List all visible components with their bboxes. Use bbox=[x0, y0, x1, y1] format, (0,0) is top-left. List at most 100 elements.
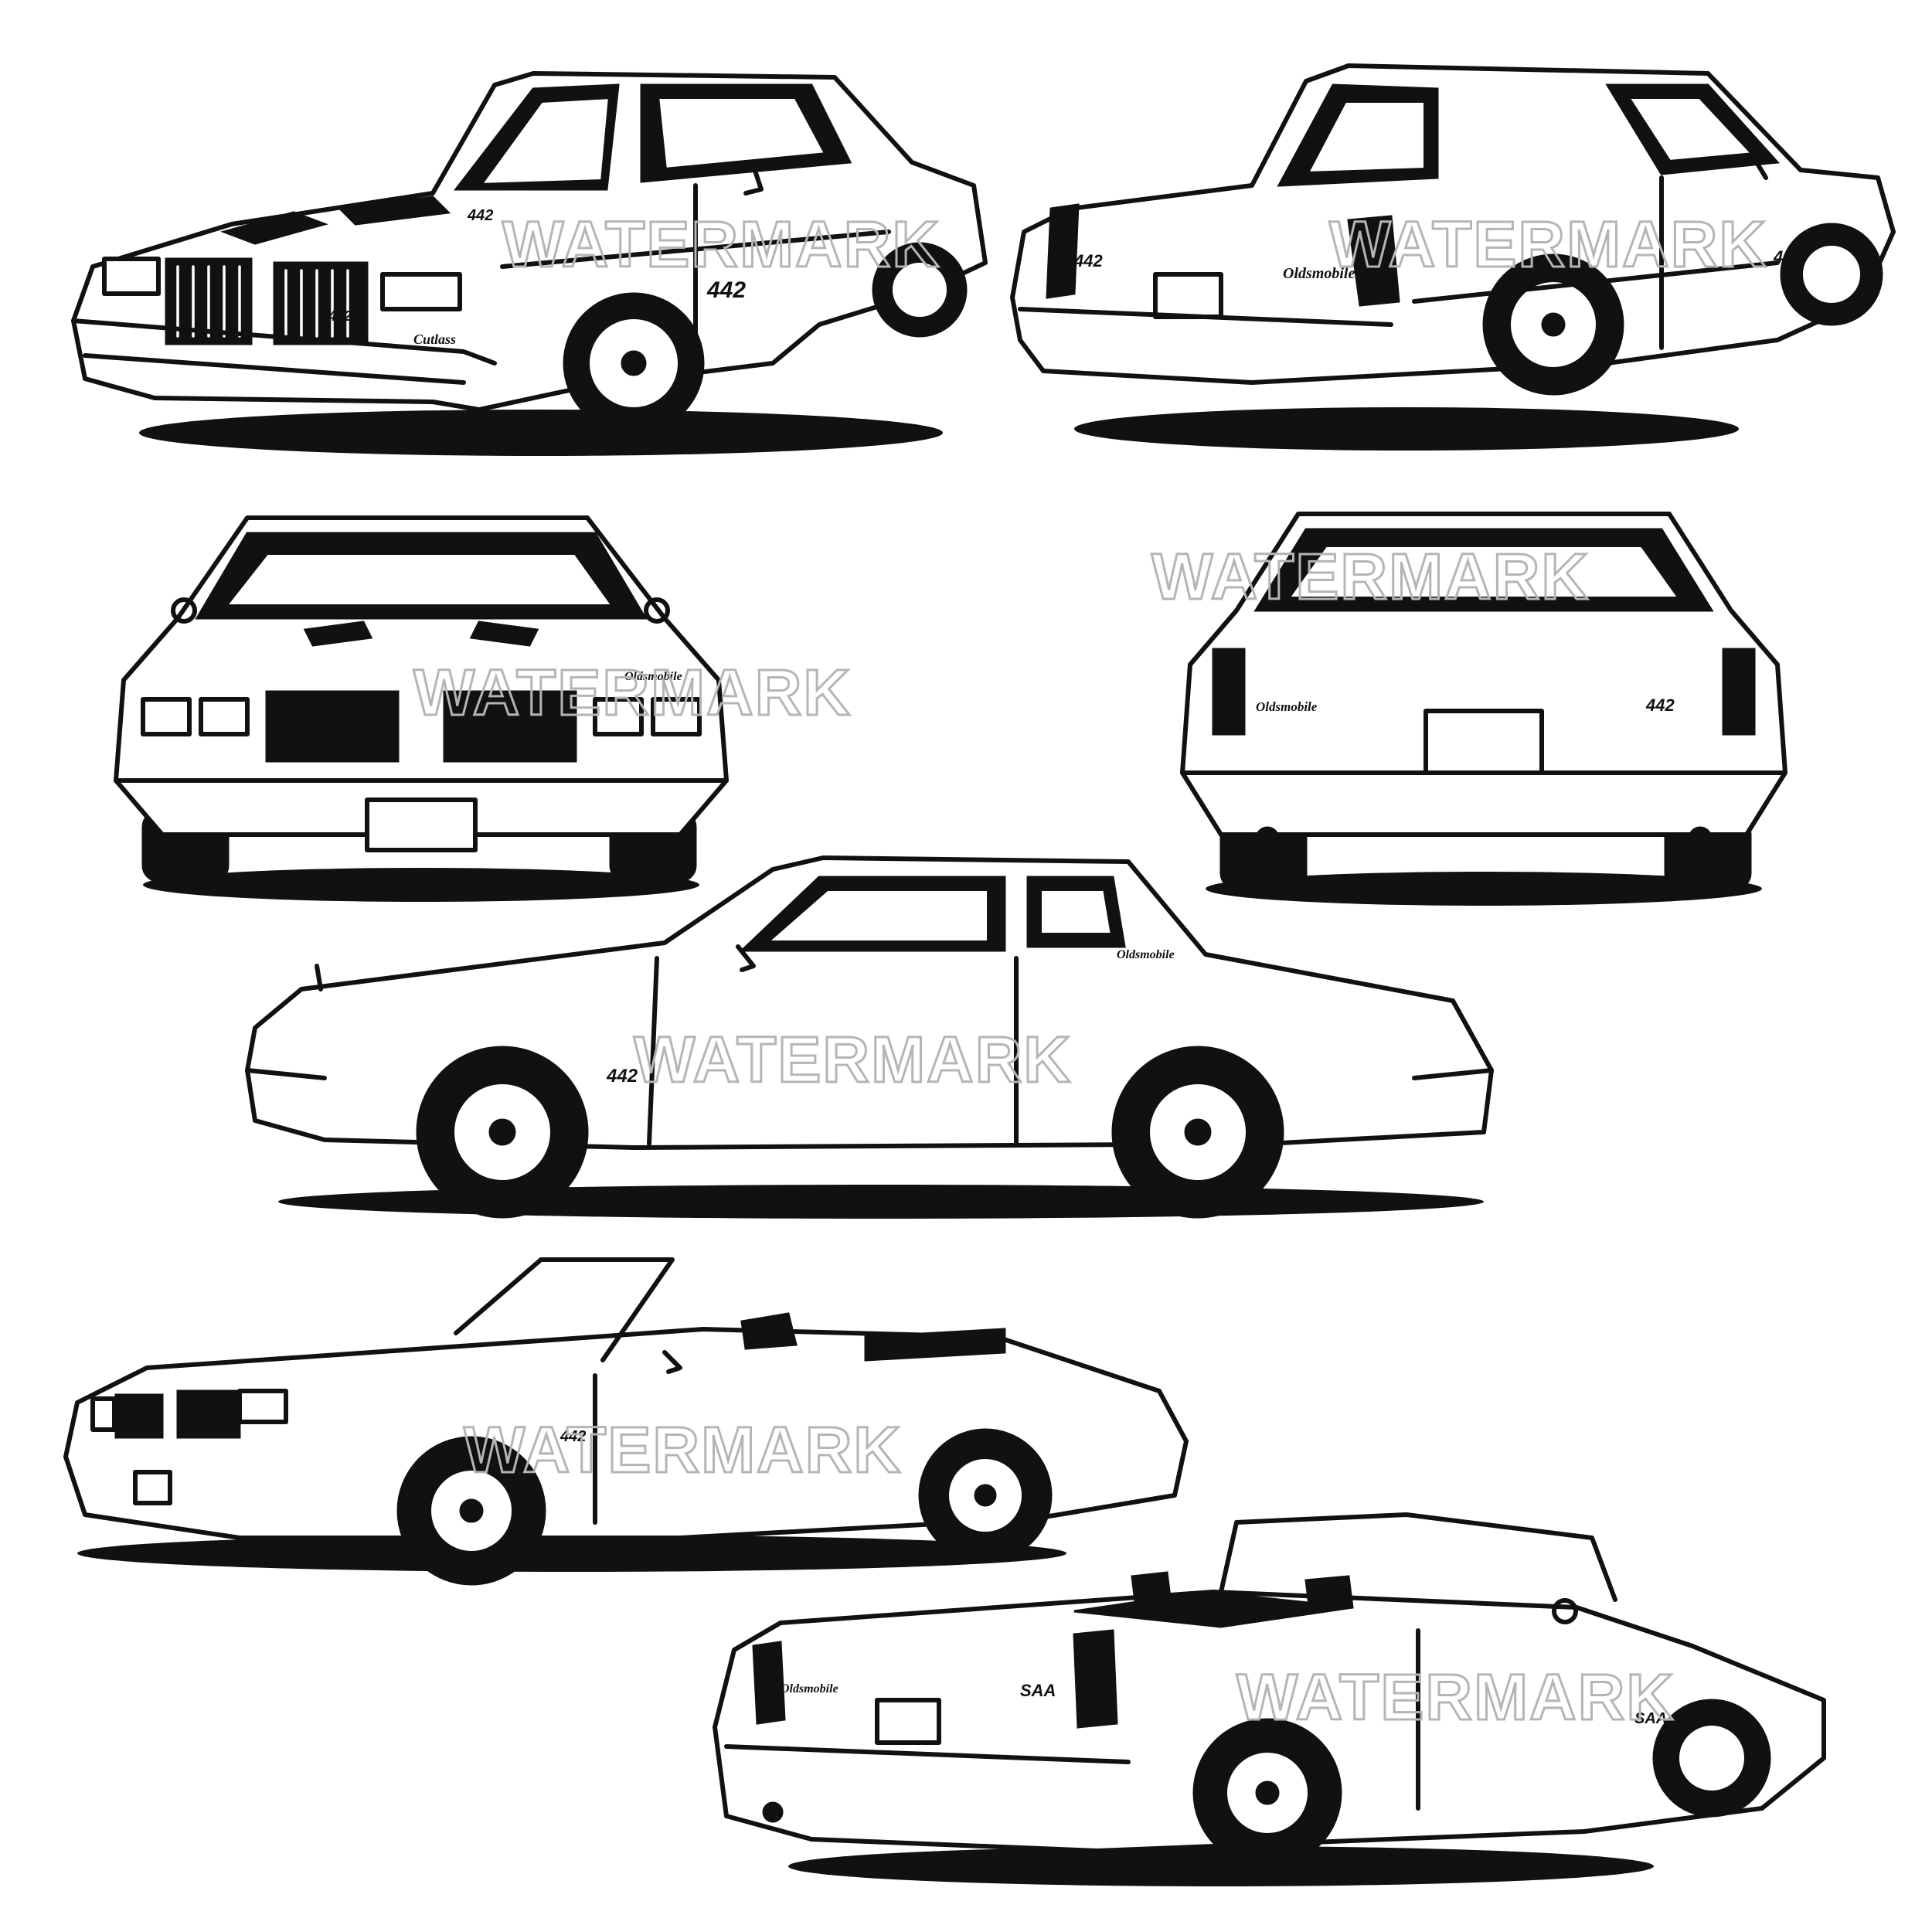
door-seam-front bbox=[647, 956, 659, 1146]
seat-rear-right bbox=[1304, 1575, 1354, 1613]
side-mirror bbox=[1752, 156, 1768, 180]
taillight-right bbox=[1722, 648, 1756, 736]
taillight-right bbox=[1347, 215, 1400, 307]
fender-badge: 442 bbox=[1773, 247, 1802, 267]
hood-badge: 442 bbox=[467, 207, 493, 224]
watermark-text: WATERMARK bbox=[1236, 1661, 1675, 1733]
license-plate bbox=[1153, 272, 1223, 319]
watermark-text: WATERMARK bbox=[502, 208, 940, 281]
rear-wheel-hub bbox=[974, 1484, 997, 1507]
ground-shadow bbox=[143, 868, 699, 902]
grille-right bbox=[273, 261, 369, 345]
antenna bbox=[315, 964, 323, 991]
grille-badge: 442 bbox=[328, 308, 352, 324]
rear-wheel-hub bbox=[1184, 1118, 1212, 1146]
trunk-badge: SAA bbox=[1020, 1681, 1056, 1700]
side-mirror bbox=[736, 944, 756, 972]
side-window-inner bbox=[655, 94, 829, 172]
ground-shadow bbox=[788, 1846, 1654, 1886]
license-plate bbox=[133, 1470, 172, 1505]
car-body bbox=[63, 1327, 1189, 1540]
rear-wheel-hub bbox=[1541, 312, 1566, 337]
headlight-outer-right bbox=[651, 697, 702, 736]
front-wheel-rim bbox=[1675, 1721, 1749, 1795]
watermark-text: WATERMARK bbox=[413, 656, 852, 729]
side-mirror-left bbox=[171, 597, 197, 624]
side-mirror bbox=[743, 164, 764, 196]
ground-shadow bbox=[139, 410, 943, 456]
rear-bumper bbox=[1018, 307, 1393, 327]
rear-window-inner bbox=[1284, 542, 1683, 601]
grille-badge: 442 bbox=[517, 733, 543, 750]
cutlass-script: Cutlass bbox=[413, 332, 456, 347]
watermark-text: WATERMARK bbox=[1329, 208, 1767, 281]
license-plate bbox=[365, 798, 478, 852]
folded-top bbox=[864, 1328, 1006, 1362]
hood-scoop-left bbox=[220, 211, 328, 245]
ground-shadow bbox=[77, 1535, 1066, 1572]
fender-badge: 442 bbox=[606, 1066, 638, 1087]
headlight-left bbox=[90, 1396, 117, 1432]
grille-right bbox=[176, 1389, 241, 1439]
rear-window-inner bbox=[1304, 98, 1428, 176]
front-wheel-hub bbox=[459, 1498, 484, 1523]
rear-quarter-window-inner bbox=[1037, 886, 1115, 937]
car-view-front-coupe: 442 Oldsmobile bbox=[114, 515, 729, 902]
watermark-text: WATERMARK bbox=[1151, 540, 1590, 613]
trunk-badge: 442 bbox=[1073, 251, 1103, 270]
taillight-right bbox=[1073, 1629, 1118, 1729]
windshield-inner bbox=[477, 94, 613, 188]
convertible-frame bbox=[1219, 1512, 1617, 1602]
headlight-inner-right bbox=[593, 697, 644, 736]
oldsmobile-script: Oldsmobile bbox=[781, 1682, 838, 1695]
front-bumper bbox=[245, 1068, 327, 1080]
ground-shadow bbox=[1206, 872, 1762, 906]
oldsmobile-script: Oldsmobile bbox=[1256, 699, 1318, 714]
grille-right bbox=[443, 690, 577, 763]
front-wheel-hub bbox=[488, 1118, 516, 1146]
rear-wheel-rim bbox=[888, 258, 951, 321]
watermark-text: WATERMARK bbox=[464, 1413, 902, 1486]
car-view-side-coupe: 442 Oldsmobile bbox=[245, 855, 1494, 1219]
car-view-rear-three-quarter-convertible: SAA SAA Oldsmobile bbox=[713, 1512, 1826, 1886]
seat-rear-left bbox=[1131, 1571, 1172, 1609]
body-side-stripe bbox=[1412, 260, 1780, 304]
grille-left bbox=[114, 1393, 164, 1439]
seat-front bbox=[740, 1312, 798, 1350]
headlight-right bbox=[237, 1389, 288, 1424]
exhaust-right bbox=[1688, 826, 1713, 851]
rear-bumper bbox=[1412, 1068, 1494, 1080]
hood-scoop-right bbox=[469, 621, 539, 647]
headlight-left bbox=[102, 257, 161, 296]
watermark-text: WATERMARK bbox=[634, 1023, 1072, 1096]
taillight-left bbox=[752, 1641, 786, 1725]
side-window-inner bbox=[1624, 94, 1757, 165]
oldsmobile-script: Oldsmobile bbox=[1283, 265, 1355, 282]
side-mirror bbox=[1552, 1598, 1578, 1624]
oldsmobile-script: Oldsmobile bbox=[624, 670, 682, 683]
front-side-window-inner bbox=[763, 886, 992, 945]
ground-shadow bbox=[1074, 407, 1739, 451]
trunk-badge: 442 bbox=[1645, 696, 1675, 715]
front-wheel-hub bbox=[621, 350, 647, 376]
fender-badge: 442 bbox=[706, 277, 746, 303]
watermark-layer: WATERMARK WATERMARK WATERMARK WATERMARK … bbox=[413, 207, 1767, 1735]
hood-scoop-right bbox=[337, 196, 451, 226]
windshield-inner bbox=[222, 550, 617, 609]
car-view-rear-coupe: 442 Oldsmobile bbox=[1180, 512, 1787, 906]
side-mirror-right bbox=[644, 597, 670, 624]
rear-bumper bbox=[724, 1744, 1131, 1764]
fender-badge: SAA bbox=[1634, 1710, 1667, 1727]
exhaust bbox=[762, 1801, 784, 1823]
license-plate bbox=[1423, 709, 1544, 775]
car-view-rear-three-quarter-coupe: 442 442 Oldsmobile bbox=[1010, 63, 1896, 451]
license-plate bbox=[875, 1698, 941, 1745]
headlight-outer-left bbox=[141, 697, 192, 736]
rear-wheel-hub bbox=[1255, 1780, 1280, 1805]
bumper-lower-line bbox=[83, 353, 466, 385]
headlight-right bbox=[380, 272, 462, 311]
hood-scoop-left bbox=[303, 621, 373, 647]
taillight-left bbox=[1046, 203, 1080, 299]
